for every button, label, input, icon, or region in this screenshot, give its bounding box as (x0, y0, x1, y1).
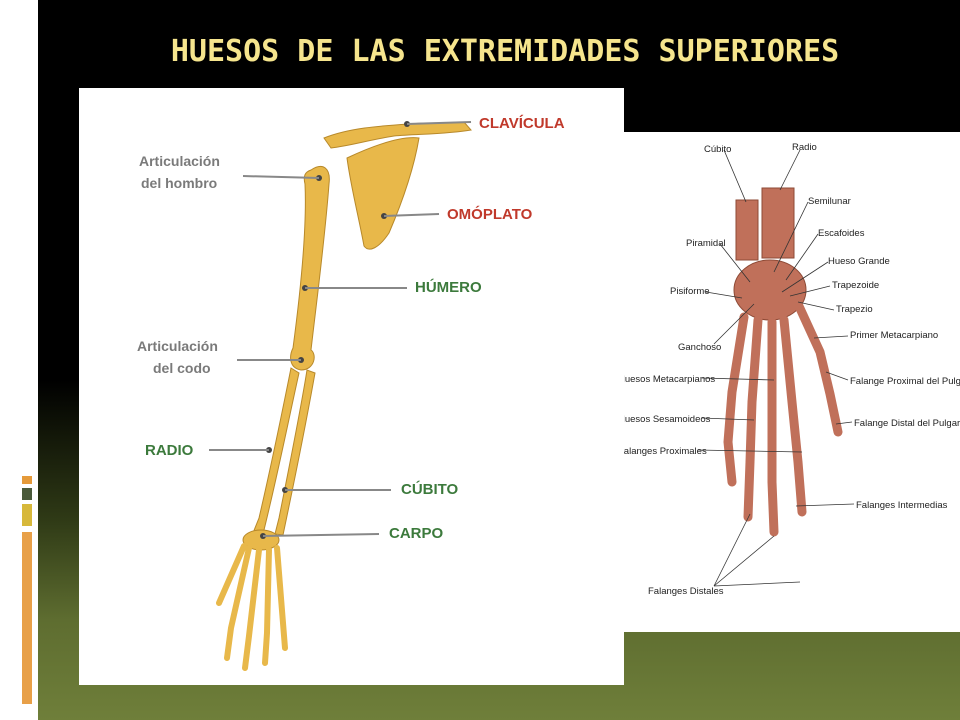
hlabel-distal-pulgar: Falange Distal del Pulgar (854, 418, 960, 429)
hleader-distales-1 (713, 513, 751, 587)
finger-middle (767, 317, 779, 537)
label-articulacion-hombro-2: del hombro (141, 175, 217, 191)
hleader-distal-pulgar (835, 421, 853, 425)
hleader-radio (779, 149, 801, 191)
hleader-sesamoideos (701, 417, 755, 421)
slide-title: HUESOS DE LAS EXTREMIDADES SUPERIORES (170, 34, 840, 69)
finger-thumb (793, 299, 843, 437)
hleader-pisiforme (705, 291, 743, 299)
hleader-metacarpianos (701, 377, 775, 381)
hlabel-primer-metacarpiano: Primer Metacarpiano (850, 330, 938, 341)
hlabel-escafoides: Escafoides (818, 228, 865, 239)
hand-diagram: Cúbito Radio Semilunar Escafoides Pirami… (618, 142, 960, 597)
hleader-piramidal (719, 243, 751, 283)
label-articulacion-codo-1: Articulación (137, 338, 218, 354)
decor-bar-gray (22, 488, 32, 500)
hleader-distales-3 (713, 581, 801, 587)
finger-little (723, 312, 749, 487)
label-humero: HÚMERO (415, 278, 482, 296)
hlabel-cubito: Cúbito (704, 144, 731, 155)
hleader-trapezio (797, 301, 835, 311)
hleader-semilunar (773, 201, 809, 273)
leader-shoulder (242, 175, 320, 179)
label-omoplato: OMÓPLATO (447, 205, 533, 223)
ulna-bone (274, 369, 316, 536)
finger-index (779, 315, 807, 517)
hlabel-trapezoide: Trapezoide (832, 280, 879, 291)
hleader-proximales (697, 449, 803, 453)
hand-cubito-bone (735, 199, 759, 261)
arm-diagram-panel: CLAVÍCULA Articulación del hombro OMÓPLA… (79, 88, 624, 685)
hand-diagram-panel: Cúbito Radio Semilunar Escafoides Pirami… (618, 132, 960, 632)
label-radio: RADIO (145, 442, 194, 459)
hlabel-piramidal: Piramidal (686, 238, 726, 249)
decor-bar-tall (22, 532, 32, 704)
hleader-cubito (723, 149, 747, 203)
label-articulacion-hombro-1: Articulación (139, 153, 220, 169)
hand-radio-bone (761, 187, 795, 259)
decor-bar-orange (22, 476, 32, 484)
hlabel-trapezio: Trapezio (836, 304, 873, 315)
label-carpo: CARPO (389, 525, 444, 542)
hlabel-ganchoso: Ganchoso (678, 342, 721, 353)
hleader-escafoides (785, 233, 819, 281)
hand-bones (216, 543, 288, 671)
hlabel-distales: Falanges Distales (648, 586, 724, 597)
hlabel-proximales: Falanges Proximales (624, 446, 707, 457)
hlabel-pisiforme: Pisiforme (670, 286, 710, 297)
label-clavicula: CLAVÍCULA (479, 115, 565, 132)
decor-bar-yellow (22, 504, 32, 526)
hlabel-proximal-pulgar: Falange Proximal del Pulgar (850, 376, 960, 387)
hlabel-intermedias: Falanges Intermedias (856, 500, 948, 511)
hlabel-radio: Radio (792, 142, 817, 153)
hleader-ganchoso (713, 303, 755, 345)
left-white-band (0, 0, 38, 720)
clavicle-bone (323, 121, 472, 149)
hleader-proximal-pulgar (825, 371, 849, 381)
humerus-bone (290, 166, 330, 371)
hlabel-semilunar: Semilunar (808, 196, 851, 207)
hleader-distales-2 (713, 535, 775, 587)
hleader-primer-metacarpiano (813, 335, 849, 339)
hlabel-hueso-grande: Hueso Grande (828, 256, 890, 267)
label-articulacion-codo-2: del codo (153, 360, 211, 376)
leader-scapula (383, 213, 440, 217)
carpal-cluster (733, 259, 807, 321)
hleader-hueso-grande (781, 261, 829, 293)
leader-clavicle (406, 121, 472, 125)
hlabel-metacarpianos: Huesos Metacarpianos (624, 374, 715, 385)
hleader-trapezoide (789, 285, 831, 297)
label-cubito: CÚBITO (401, 480, 459, 498)
arm-diagram: CLAVÍCULA Articulación del hombro OMÓPLA… (137, 115, 565, 671)
hleader-intermedias-1 (795, 503, 855, 507)
hlabel-sesamoideos: Huesos Sesamoideos (624, 414, 711, 425)
finger-ring (743, 315, 763, 522)
leader-carpus (262, 533, 380, 537)
scapula-bone (346, 137, 420, 250)
